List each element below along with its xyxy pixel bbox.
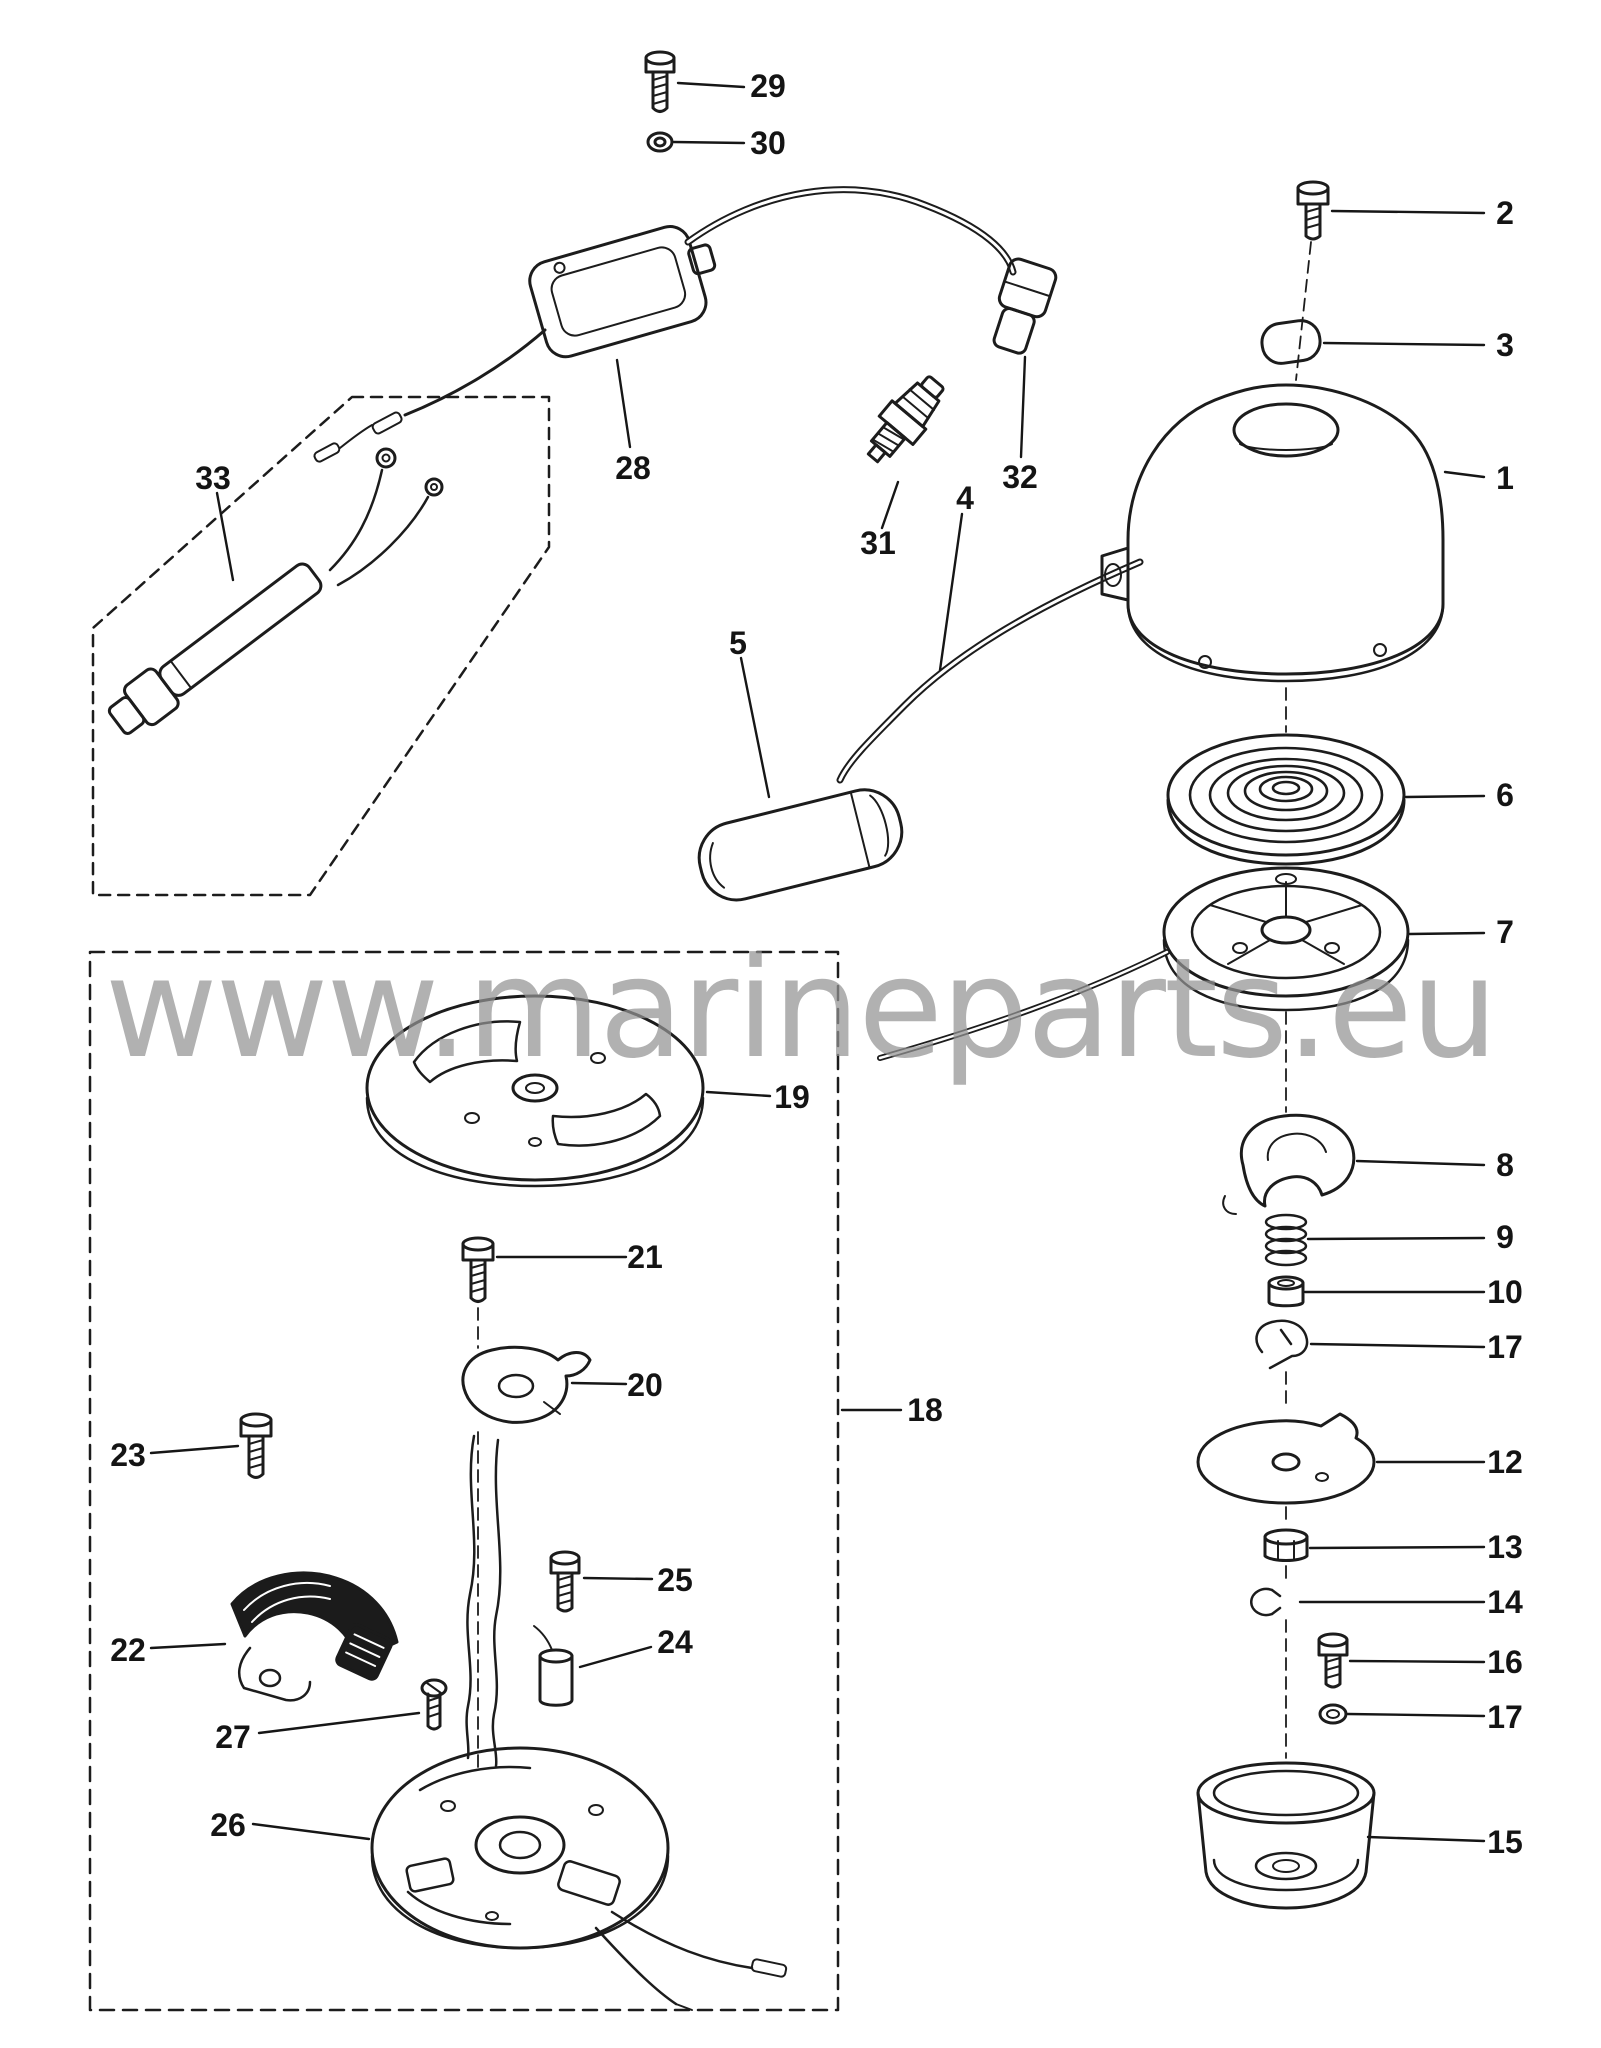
callout-label-31: 31: [860, 525, 896, 561]
roller-3-drawing: [1260, 319, 1322, 365]
friction-plate-12-drawing: [1196, 1412, 1376, 1505]
callout-label-13: 13: [1487, 1529, 1523, 1565]
bolt-23-drawing: [239, 1412, 273, 1479]
flywheel-19-drawing: [365, 994, 705, 1188]
callout-label-20: 20: [627, 1367, 663, 1403]
callout-label-23: 23: [110, 1437, 146, 1473]
callout-label-32: 32: [1002, 459, 1038, 495]
leader-lines: [149, 81, 1486, 1843]
washer-30-drawing: [646, 131, 674, 153]
magneto-coil-22-drawing: [230, 1571, 399, 1702]
callout-label-9: 9: [1496, 1219, 1514, 1255]
callout-label-3: 3: [1496, 327, 1514, 363]
spark-plug-boot-32-drawing: [992, 257, 1058, 355]
callout-label-12: 12: [1487, 1444, 1523, 1480]
bolt-21-drawing: [461, 1236, 495, 1303]
callout-label-24: 24: [657, 1624, 693, 1660]
callout-label-1: 1: [1496, 460, 1514, 496]
bolt-2-drawing: [1296, 180, 1330, 241]
callout-label-7: 7: [1496, 914, 1514, 950]
spring-9-drawing: [1264, 1213, 1308, 1267]
washer-17-lower-drawing: [1318, 1703, 1348, 1725]
callout-label-8: 8: [1496, 1147, 1514, 1183]
starter-cup-15-drawing: [1196, 1761, 1376, 1910]
starter-handle-5-drawing: [697, 788, 904, 902]
callout-label-2: 2: [1496, 195, 1514, 231]
starter-housing-1-drawing: [1100, 383, 1445, 683]
callout-label-21: 21: [627, 1239, 663, 1275]
bushing-10-drawing: [1267, 1275, 1305, 1308]
bolt-16-drawing: [1317, 1632, 1349, 1689]
callout-label-14: 14: [1487, 1584, 1523, 1620]
stop-switch-33-drawing: [91, 395, 551, 897]
retainer-clip-14-drawing: [1250, 1587, 1282, 1617]
screw-27-drawing: [420, 1678, 448, 1731]
callout-label-25: 25: [657, 1562, 693, 1598]
centerline-dashes: [477, 241, 1312, 1771]
callout-label-15: 15: [1487, 1824, 1523, 1860]
bolt-25-drawing: [549, 1550, 581, 1613]
callout-label-17-upper: 17: [1487, 1329, 1523, 1365]
callout-label-33: 33: [195, 460, 231, 496]
callout-label-4: 4: [956, 480, 974, 516]
bolt-29-drawing: [644, 50, 676, 113]
callout-label-19: 19: [774, 1079, 810, 1115]
rewind-spring-6-drawing: [1166, 733, 1406, 866]
rope-pulley-7-drawing: [877, 866, 1410, 1061]
nut-13-drawing: [1263, 1528, 1309, 1562]
callout-label-27: 27: [215, 1719, 251, 1755]
callout-label-29: 29: [750, 68, 786, 104]
callout-label-28: 28: [615, 450, 651, 486]
spark-plug-31-drawing: [866, 375, 945, 464]
callout-label-26: 26: [210, 1807, 246, 1843]
callout-label-5: 5: [729, 625, 747, 661]
callout-label-22: 22: [110, 1632, 146, 1668]
condenser-24-drawing: [533, 1625, 574, 1707]
pawl-spring-17-upper-drawing: [1255, 1319, 1309, 1370]
cam-20-drawing: [461, 1345, 592, 1424]
callout-label-30: 30: [750, 125, 786, 161]
callout-label-10: 10: [1487, 1274, 1523, 1310]
callout-label-18: 18: [907, 1392, 943, 1428]
ratchet-pawl-8-drawing: [1222, 1113, 1356, 1215]
callout-label-17-lower: 17: [1487, 1699, 1523, 1735]
callout-labels: 29 30 2 3 1 28 32 31 4 33 5 6 7 19 8 9 1…: [110, 68, 1523, 1860]
ignition-coil-28-drawing: [313, 186, 1017, 463]
callout-label-16: 16: [1487, 1644, 1523, 1680]
magneto-group-box-18: [88, 950, 840, 2012]
callout-label-6: 6: [1496, 777, 1514, 813]
stator-plate-26-drawing: [370, 1434, 788, 2011]
starter-rope-4-drawing: [836, 558, 1144, 784]
